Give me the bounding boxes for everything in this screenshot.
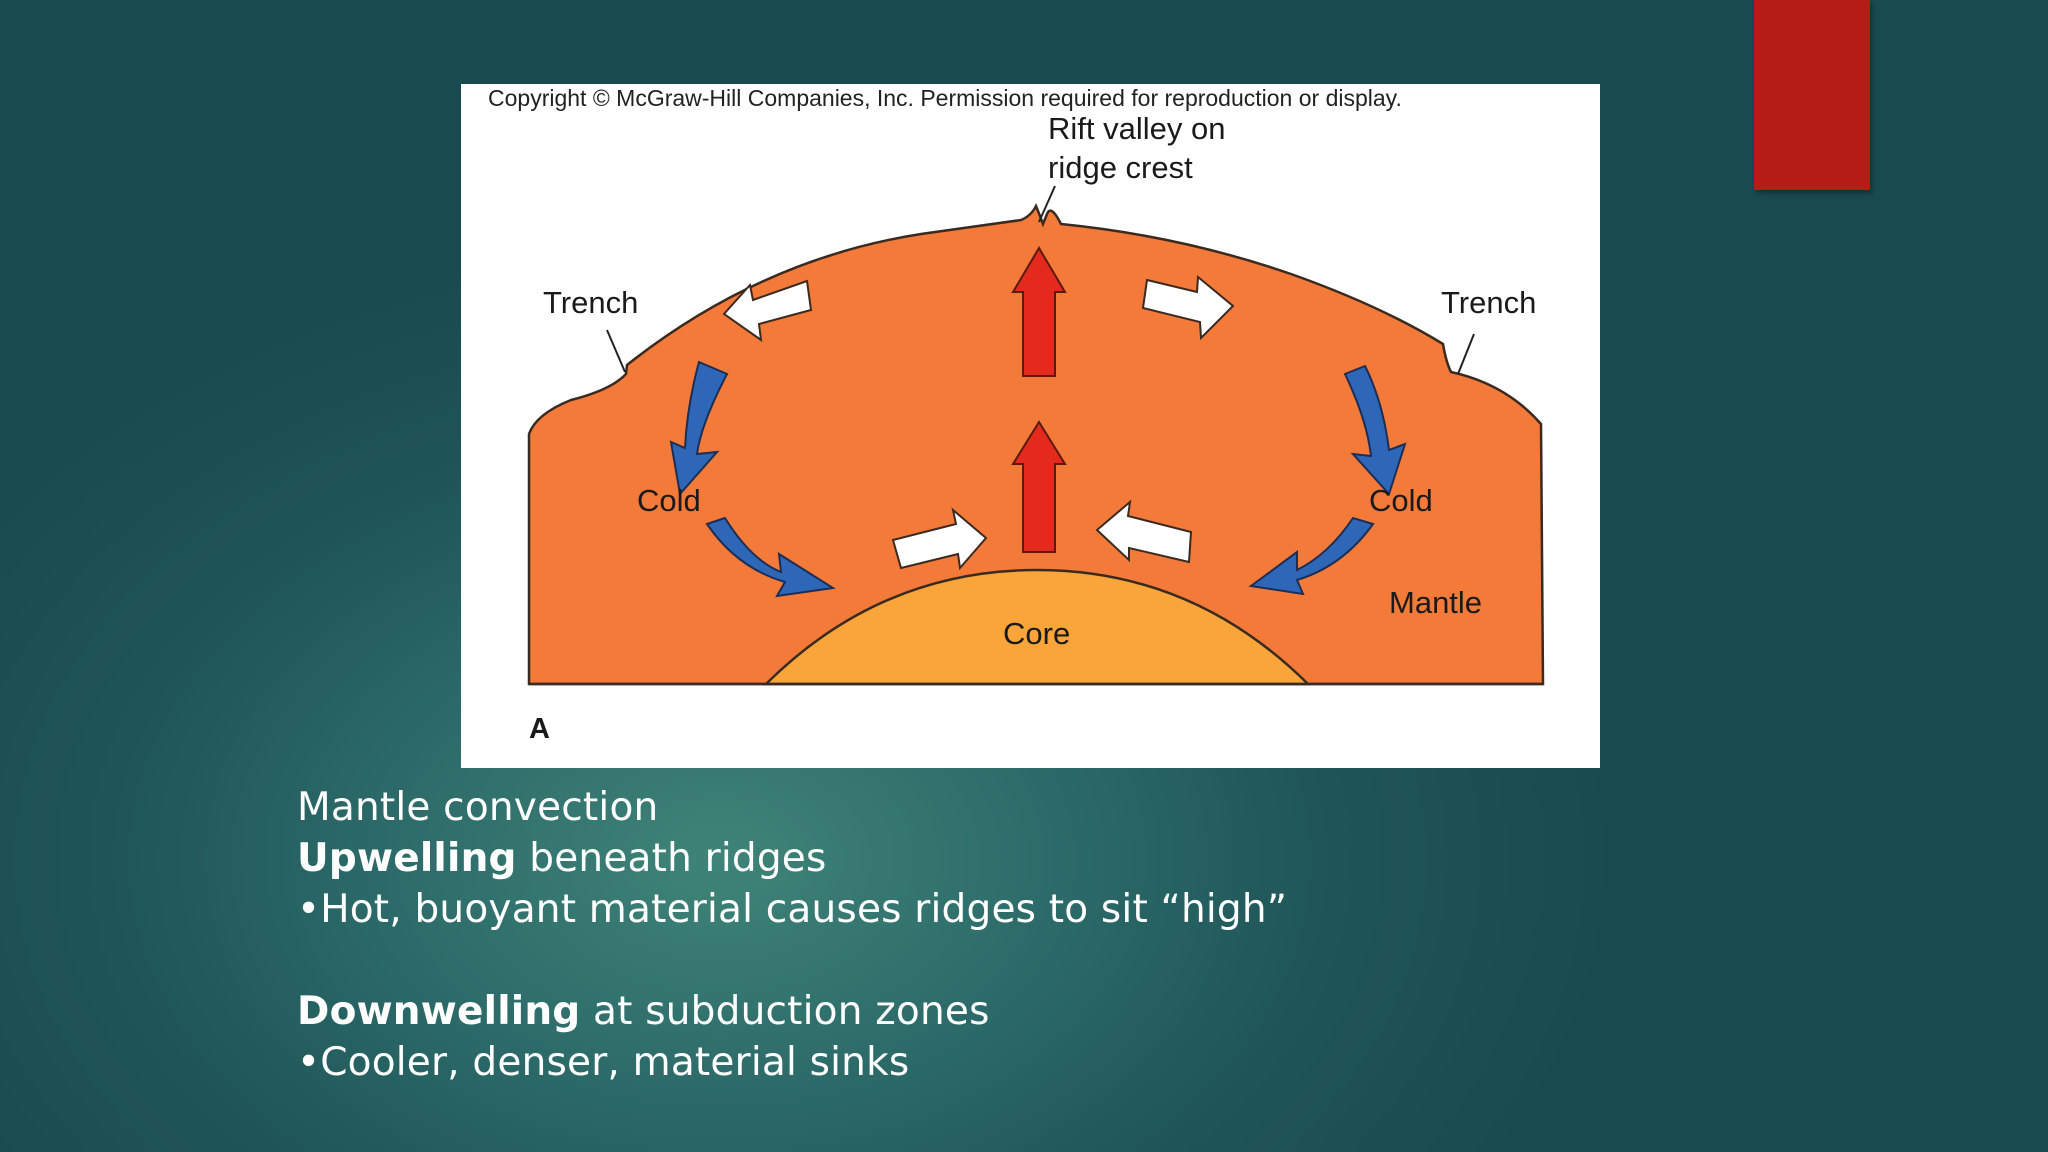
rift-valley-label-line1: Rift valley on bbox=[1048, 111, 1225, 146]
slide-body-text: Mantle convection Upwelling beneath ridg… bbox=[297, 782, 1287, 1088]
core-shape bbox=[762, 568, 1312, 686]
red-accent-bar bbox=[1754, 0, 1870, 190]
upwelling-line: Upwelling beneath ridges bbox=[297, 833, 1287, 884]
hot-upwelling-arrow-bottom bbox=[1011, 420, 1067, 553]
flow-arrow-upper-right bbox=[1141, 274, 1235, 341]
cold-arrow-right-upper bbox=[1343, 364, 1407, 496]
trench-right-leader-line bbox=[1457, 333, 1475, 375]
mantle-label: Mantle bbox=[1389, 585, 1482, 620]
bullet-cool-material: •Cooler, denser, material sinks bbox=[297, 1040, 910, 1085]
downwelling-description: at subduction zones bbox=[580, 989, 990, 1034]
copyright-notice: Copyright © McGraw-Hill Companies, Inc. … bbox=[488, 85, 1402, 111]
mantle-convection-figure: Copyright © McGraw-Hill Companies, Inc. … bbox=[461, 84, 1600, 768]
bullet-hot-material: •Hot, buoyant material causes ridges to … bbox=[297, 887, 1288, 932]
diagram-svg: Copyright © McGraw-Hill Companies, Inc. … bbox=[488, 85, 1545, 745]
upwelling-description: beneath ridges bbox=[516, 836, 827, 881]
trench-left-label: Trench bbox=[543, 285, 638, 320]
spacer-line bbox=[297, 935, 1287, 986]
flow-arrow-lower-left bbox=[891, 507, 988, 571]
rift-leader-line bbox=[1038, 185, 1056, 223]
cold-arrow-left-upper bbox=[669, 360, 729, 497]
upwelling-term: Upwelling bbox=[297, 836, 517, 881]
core-label: Core bbox=[1003, 616, 1070, 651]
cold-arrow-right-lower bbox=[1248, 516, 1375, 596]
heading-mantle-convection: Mantle convection bbox=[297, 785, 659, 830]
trench-left-leader-line bbox=[606, 329, 626, 373]
cold-arrow-left-lower bbox=[705, 516, 836, 598]
rift-valley-label-line2: ridge crest bbox=[1048, 150, 1193, 185]
flow-arrow-upper-left bbox=[722, 279, 813, 343]
downwelling-line: Downwelling at subduction zones bbox=[297, 986, 1287, 1037]
cold-right-label: Cold bbox=[1369, 483, 1433, 518]
flow-arrow-lower-right bbox=[1095, 499, 1193, 564]
trench-right-label: Trench bbox=[1441, 285, 1536, 320]
hot-upwelling-arrow-top bbox=[1011, 246, 1067, 377]
panel-letter-label: A bbox=[529, 713, 550, 745]
cold-left-label: Cold bbox=[637, 483, 701, 518]
downwelling-term: Downwelling bbox=[297, 989, 581, 1034]
